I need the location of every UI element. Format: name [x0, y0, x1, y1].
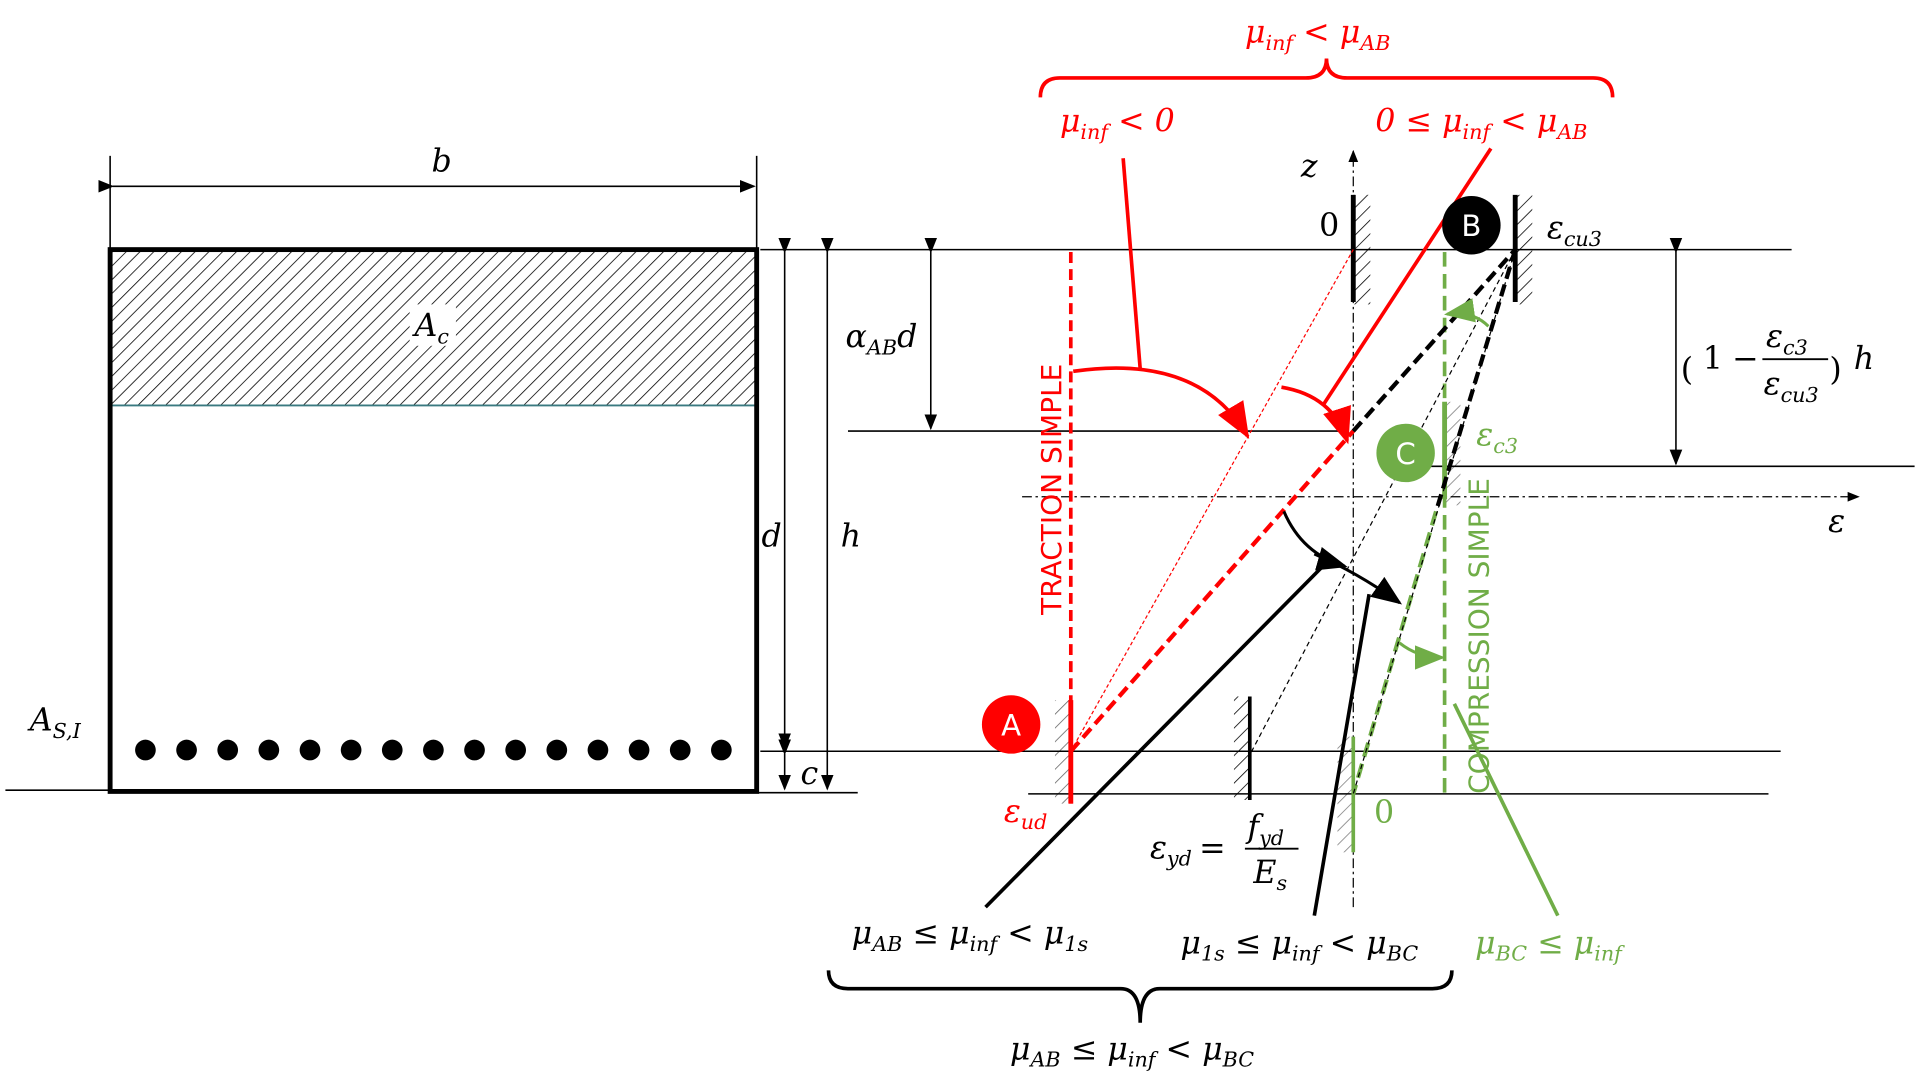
- pivot-b-marker: [1442, 196, 1501, 255]
- condition-positive: 0 ≤ μinf < μAB: [1375, 103, 1587, 143]
- cross-section: Ac AS,I: [27, 247, 760, 794]
- condition-ab-1s: μAB ≤ μinf < μ1s: [852, 916, 1089, 956]
- rebar: [711, 739, 732, 761]
- svg-text:εcu3: εcu3: [1764, 366, 1819, 406]
- c-label: c: [800, 756, 818, 792]
- rebar: [176, 739, 197, 761]
- epsilon-axis-label: ε: [1828, 504, 1845, 540]
- z-axis-label: z: [1300, 149, 1318, 185]
- bottom-brace: [826, 970, 1454, 1023]
- condition-top-brace: μinf < μAB: [1245, 15, 1391, 55]
- svg-text:−: −: [1732, 341, 1759, 377]
- rebar: [381, 739, 403, 761]
- svg-text:1: 1: [1703, 341, 1723, 377]
- rebar-row: [135, 739, 732, 761]
- svg-text:h: h: [1854, 341, 1874, 377]
- dimensions: [5, 155, 1915, 795]
- steel-area-label: AS,I: [27, 703, 82, 743]
- rebar: [217, 739, 239, 761]
- rebar: [669, 739, 691, 761]
- compression-simple-label: COMPRESSION SIMPLE: [1462, 478, 1495, 794]
- rebar: [464, 739, 485, 761]
- svg-text:εyd=: εyd=: [1150, 830, 1226, 870]
- rebar: [628, 739, 650, 761]
- svg-text:Es: Es: [1252, 855, 1287, 895]
- rebar: [546, 739, 568, 761]
- condition-negative: μinf < 0: [1060, 103, 1175, 143]
- svg-text:(: (: [1681, 352, 1693, 388]
- top-brace: [1038, 58, 1615, 98]
- condition-bc: μBC ≤ μinf: [1475, 925, 1625, 965]
- h-label: h: [841, 519, 861, 555]
- pivot-c: C: [1376, 423, 1435, 483]
- condition-1s-bc: μ1s ≤ μinf < μBC: [1180, 925, 1418, 965]
- section-outline: [107, 247, 760, 794]
- pivot-b-label: B: [1461, 209, 1481, 243]
- rebar: [135, 739, 156, 761]
- d-label: d: [762, 519, 782, 555]
- concrete-area-label: Ac: [412, 308, 450, 348]
- pivot-a-marker: [981, 695, 1041, 754]
- rebar: [258, 739, 280, 761]
- width-label: b: [432, 144, 452, 180]
- svg-text:): ): [1829, 352, 1841, 388]
- traction-simple-label: TRACTION SIMPLE: [1035, 364, 1068, 616]
- svg-text:εc3: εc3: [1766, 319, 1808, 359]
- condition-bottom-brace: μAB ≤ μinf < μBC: [1010, 1031, 1254, 1071]
- svg-text:fyd: fyd: [1245, 810, 1284, 850]
- pivot-c-label: C: [1395, 437, 1415, 471]
- zero-bottom-label: 0: [1374, 795, 1394, 831]
- rebar: [423, 739, 444, 761]
- ec3-label: εc3: [1476, 418, 1518, 458]
- rebar: [587, 739, 609, 761]
- yield-strain-formula: εyd= fyd Es: [1150, 810, 1299, 895]
- pivot-a-label: A: [1001, 708, 1021, 742]
- pivot-c-marker: [1376, 423, 1435, 483]
- c3-offset-formula: ( 1 − εc3 εcu3 ) h: [1681, 319, 1874, 407]
- rebar: [340, 739, 362, 761]
- pivot-b: B: [1442, 196, 1501, 255]
- pivot-a-line: [1069, 429, 1355, 753]
- zero-top-label: 0: [1319, 208, 1339, 244]
- ecu3-label: εcu3: [1547, 211, 1602, 251]
- supports: [1054, 194, 1533, 853]
- rebar: [299, 739, 321, 761]
- alpha-d-label: αABd: [846, 319, 918, 359]
- rebar: [505, 739, 527, 761]
- pivot-a: A: [981, 695, 1041, 754]
- strain-diagrams: [984, 147, 1560, 917]
- eud-label: εud: [1004, 794, 1048, 834]
